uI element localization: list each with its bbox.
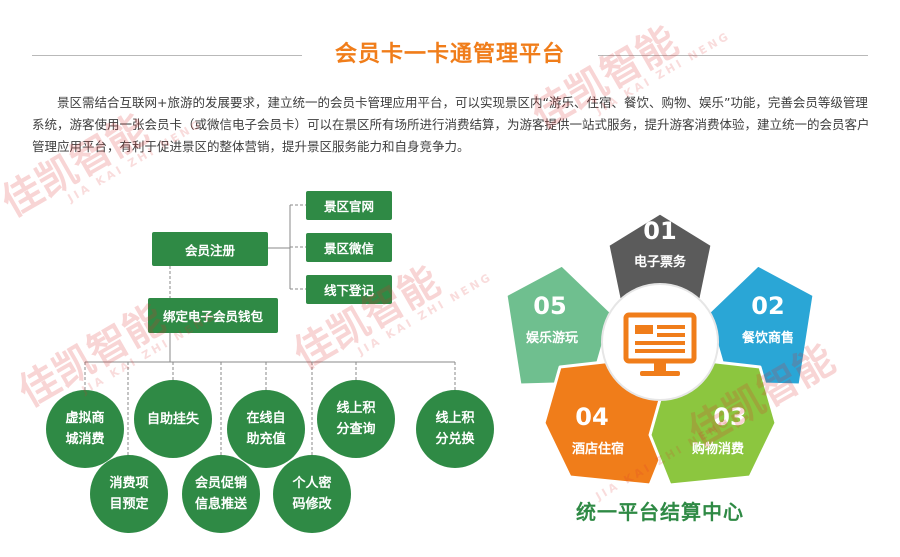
- petal-04-num: 04: [575, 403, 609, 431]
- header-line-left: [32, 55, 302, 56]
- platform-caption: 统一平台结算中心: [576, 500, 744, 524]
- platform-diagram: [504, 211, 816, 487]
- service-online-recharge: 在线自 助充值: [227, 390, 305, 468]
- service-booking: 消费项 目预定: [90, 455, 168, 533]
- channel-website-node: 景区官网: [306, 191, 392, 220]
- page-title: 会员卡一卡通管理平台: [334, 42, 565, 67]
- service-virtual-mall: 虚拟商 城消费: [46, 390, 124, 468]
- petal-02-num: 02: [751, 292, 785, 320]
- petal-01-num: 01: [643, 217, 677, 245]
- service-promo-push: 会员促销 信息推送: [182, 455, 260, 533]
- channel-wechat-node: 景区微信: [306, 233, 392, 262]
- wallet-node: 绑定电子会员钱包: [148, 298, 278, 333]
- petal-04-label: 酒店住宿: [571, 442, 624, 457]
- service-self-report-loss: 自助挂失: [134, 380, 212, 458]
- register-node: 会员注册: [152, 232, 268, 266]
- service-points-redeem: 线上积 分兑换: [416, 390, 494, 468]
- service-password-change: 个人密 码修改: [273, 455, 351, 533]
- petal-02-label: 餐饮商售: [741, 331, 794, 346]
- service-points-query: 线上积 分查询: [317, 380, 395, 458]
- petal-01-label: 电子票务: [633, 255, 686, 270]
- petal-05-num: 05: [533, 292, 567, 320]
- intro-paragraph: 景区需结合互联网+旅游的发展要求，建立统一的会员卡管理应用平台，可以实现景区内“…: [32, 95, 870, 154]
- petal-03-label: 购物消费: [691, 442, 744, 457]
- petal-03-num: 03: [713, 403, 747, 431]
- header-line-right: [598, 55, 868, 56]
- channel-offline-node: 线下登记: [306, 275, 392, 304]
- monitor-icon: [623, 312, 697, 376]
- petal-05-label: 娱乐游玩: [525, 331, 578, 346]
